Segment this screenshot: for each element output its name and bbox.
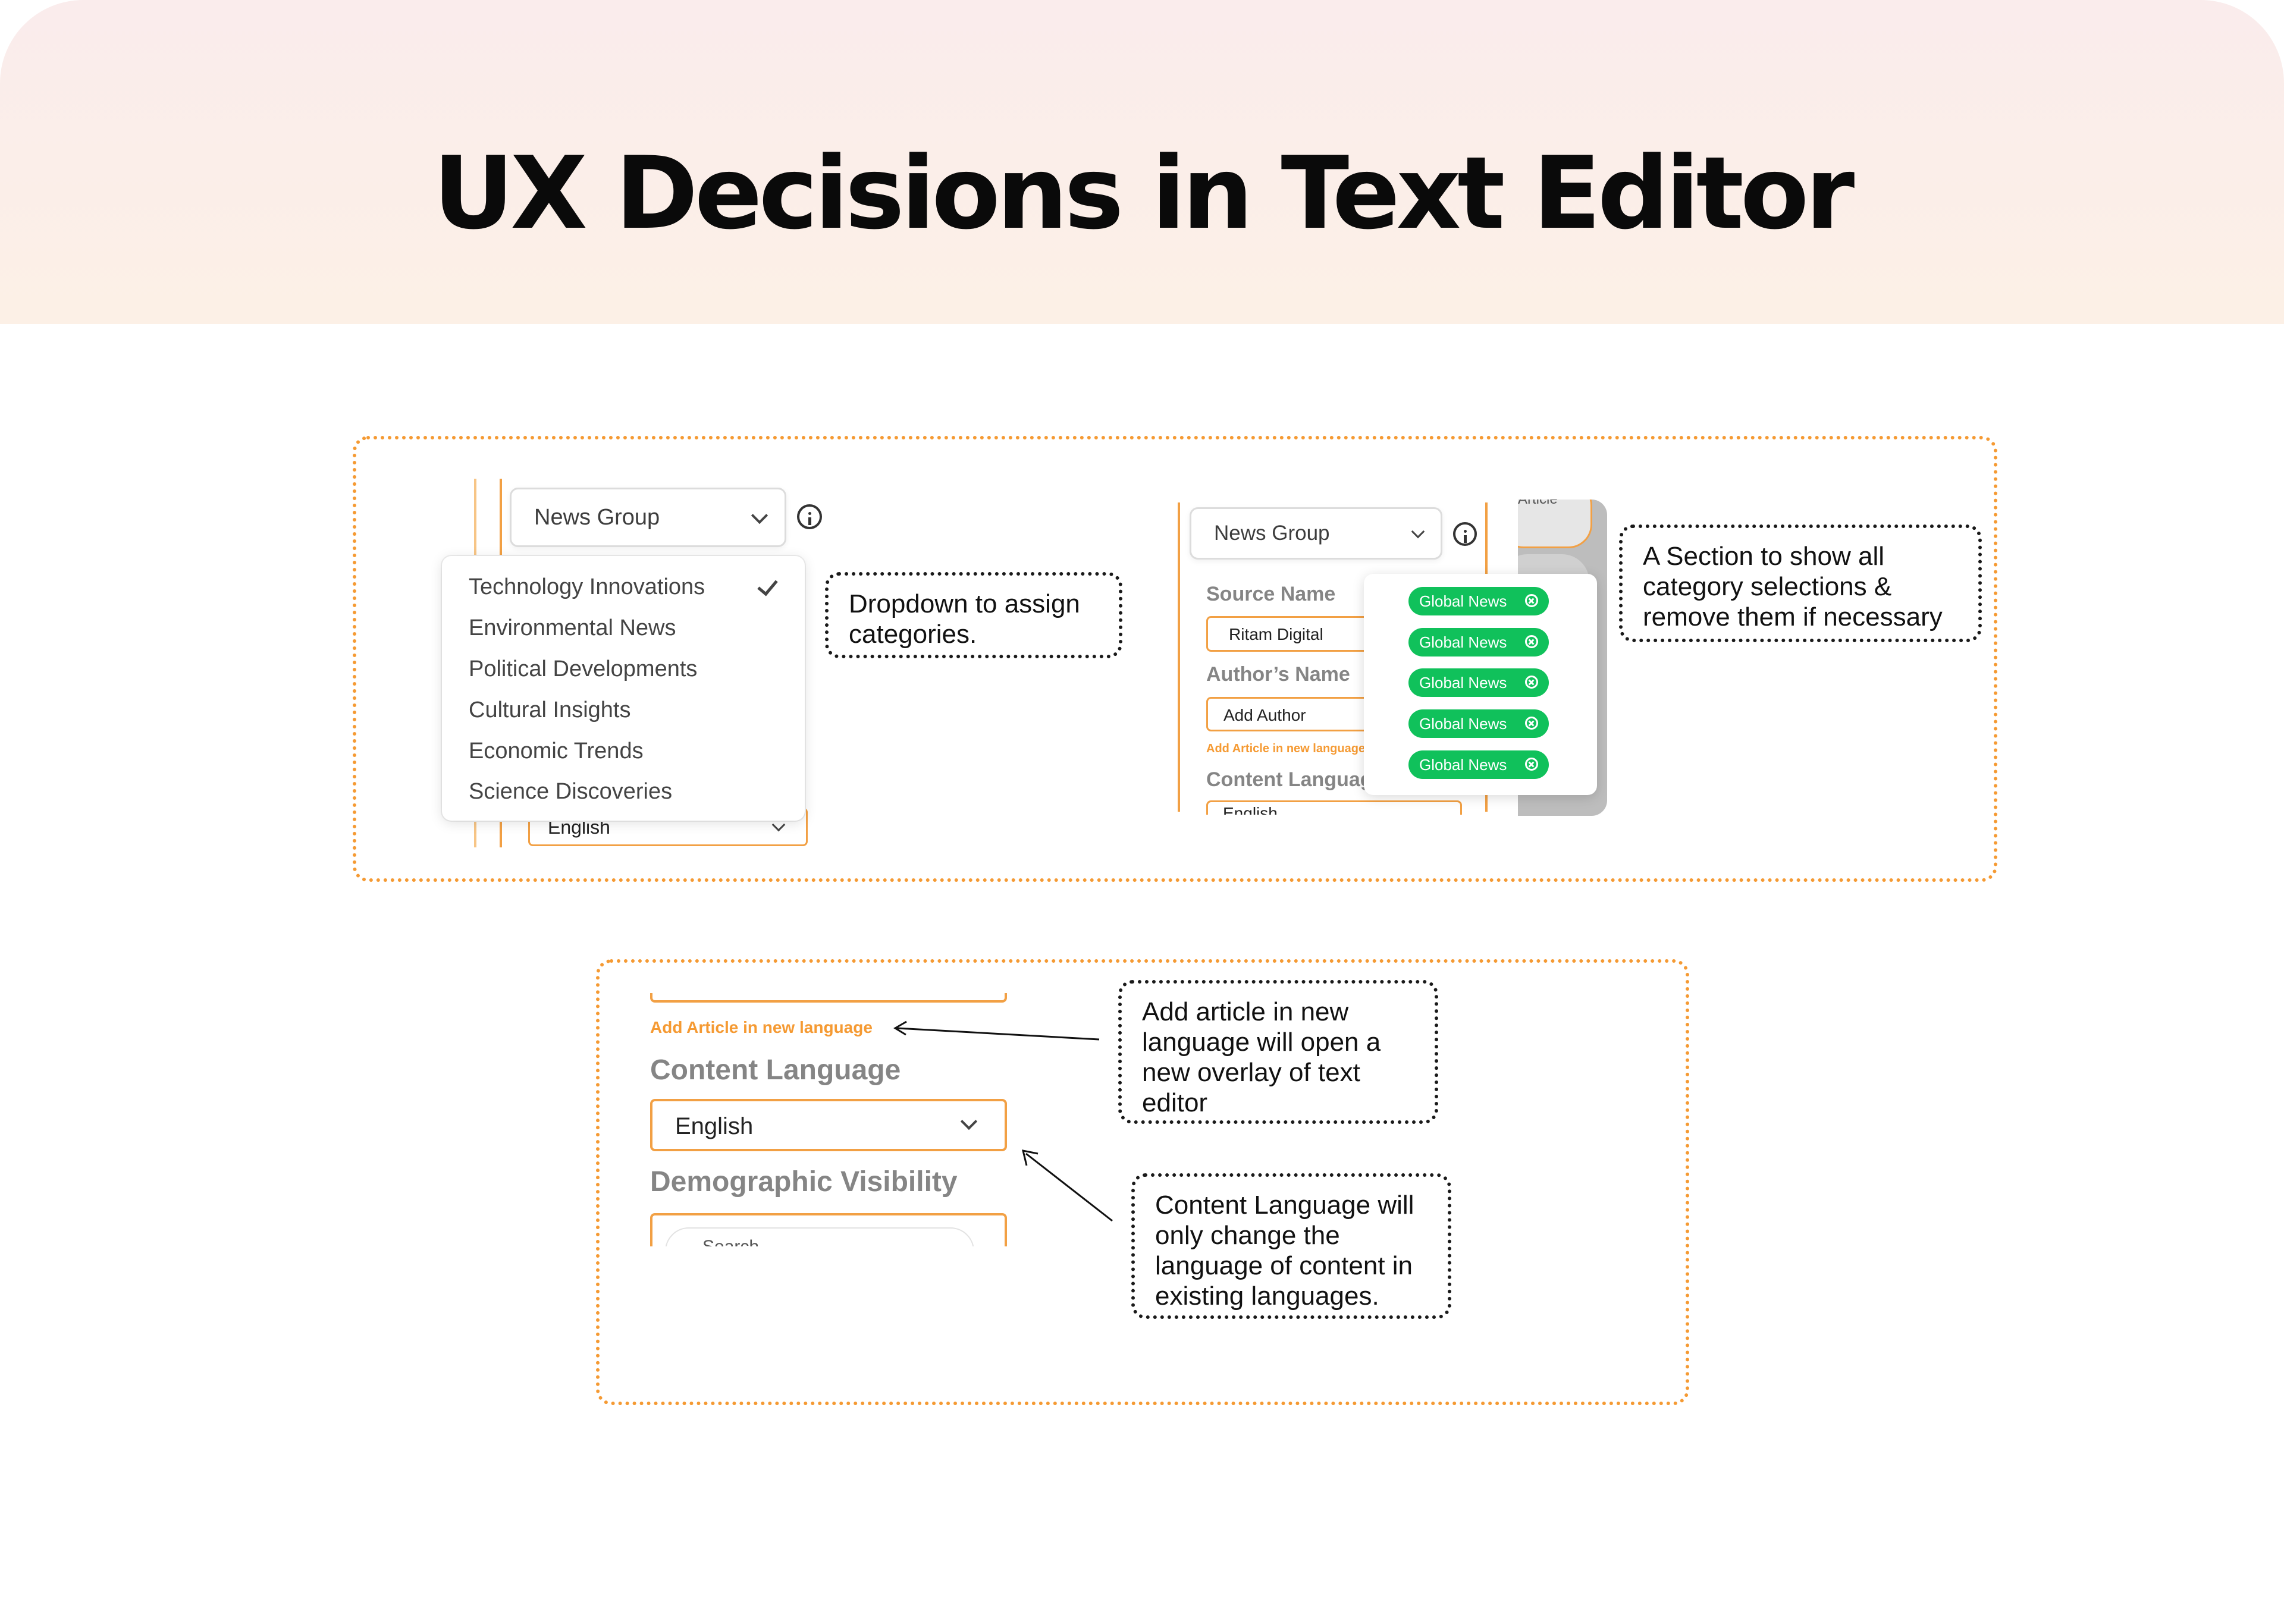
news-group-dropdown[interactable]: News Group bbox=[510, 488, 786, 547]
categories-panel bbox=[353, 436, 1997, 882]
category-option[interactable]: Environmental News bbox=[469, 615, 676, 640]
annotation-content-language: Content Language will only change the la… bbox=[1131, 1173, 1451, 1319]
category-pill: Global News bbox=[1408, 750, 1549, 779]
side-panel-peek-text: Article bbox=[1518, 500, 1558, 508]
demographic-visibility-label: Demographic Visibility bbox=[650, 1166, 958, 1198]
category-option[interactable]: Technology Innovations bbox=[469, 574, 705, 599]
news-group-dropdown-label: News Group bbox=[534, 504, 660, 530]
checkmark-icon bbox=[757, 574, 778, 596]
field-bottom-edge bbox=[650, 993, 1007, 1003]
category-selections-popup: Global News Global News Global News Glob… bbox=[1364, 574, 1597, 795]
annotation-dropdown: Dropdown to assign categories. bbox=[825, 572, 1122, 658]
demographic-search-placeholder: Search bbox=[702, 1237, 759, 1246]
authors-name-label: Author’s Name bbox=[1206, 663, 1350, 686]
content-language-label: Content Language bbox=[650, 1054, 901, 1086]
side-panel-card bbox=[1518, 500, 1592, 548]
category-dropdown-menu: Technology Innovations Environmental New… bbox=[442, 556, 805, 821]
close-circle-icon[interactable] bbox=[1525, 635, 1538, 648]
language-select-peek[interactable]: English bbox=[1206, 800, 1462, 815]
info-icon[interactable] bbox=[1453, 522, 1477, 546]
chevron-down-icon bbox=[960, 1113, 978, 1130]
language-select-value: English bbox=[1223, 804, 1278, 815]
demographic-search-input[interactable] bbox=[665, 1227, 974, 1246]
category-option[interactable]: Cultural Insights bbox=[469, 698, 631, 723]
close-circle-icon[interactable] bbox=[1525, 758, 1538, 771]
category-pill: Global News bbox=[1408, 668, 1549, 697]
demographic-field-peek: Search bbox=[650, 1213, 1007, 1246]
close-circle-icon[interactable] bbox=[1525, 676, 1538, 689]
info-icon[interactable] bbox=[797, 504, 822, 529]
chevron-down-icon bbox=[751, 507, 768, 524]
close-circle-icon[interactable] bbox=[1525, 717, 1538, 730]
arrow-left-icon bbox=[893, 1020, 1100, 1041]
arrow-left-icon bbox=[1021, 1149, 1113, 1222]
category-option[interactable]: Economic Trends bbox=[469, 739, 644, 764]
category-pill: Global News bbox=[1408, 628, 1549, 656]
category-pill: Global News bbox=[1408, 587, 1549, 615]
add-language-link[interactable]: Add Article in new language bbox=[1206, 742, 1366, 755]
annotation-category-section: A Section to show all category selection… bbox=[1619, 524, 1982, 642]
chevron-down-icon bbox=[1411, 524, 1425, 539]
add-language-link[interactable]: Add Article in new language bbox=[650, 1018, 873, 1036]
language-panel bbox=[596, 959, 1689, 1405]
editor-divider-line bbox=[1178, 502, 1180, 812]
annotation-add-article: Add article in new language will open a … bbox=[1118, 980, 1438, 1124]
content-language-select[interactable]: English bbox=[650, 1099, 1007, 1151]
language-select-value: English bbox=[675, 1113, 754, 1139]
news-group-dropdown[interactable]: News Group bbox=[1190, 507, 1442, 560]
source-name-value: Ritam Digital bbox=[1229, 625, 1323, 643]
close-circle-icon[interactable] bbox=[1525, 594, 1538, 607]
header-banner bbox=[0, 0, 2284, 324]
category-pill: Global News bbox=[1408, 709, 1549, 738]
page-title: UX Decisions in Text Editor bbox=[432, 135, 1855, 252]
category-option[interactable]: Political Developments bbox=[469, 656, 698, 681]
news-group-dropdown-label: News Group bbox=[1214, 522, 1330, 545]
category-option[interactable]: Science Discoveries bbox=[469, 779, 673, 804]
source-name-label: Source Name bbox=[1206, 583, 1336, 605]
author-name-value: Add Author bbox=[1223, 706, 1306, 724]
content-language-label: Content Language bbox=[1206, 768, 1384, 791]
